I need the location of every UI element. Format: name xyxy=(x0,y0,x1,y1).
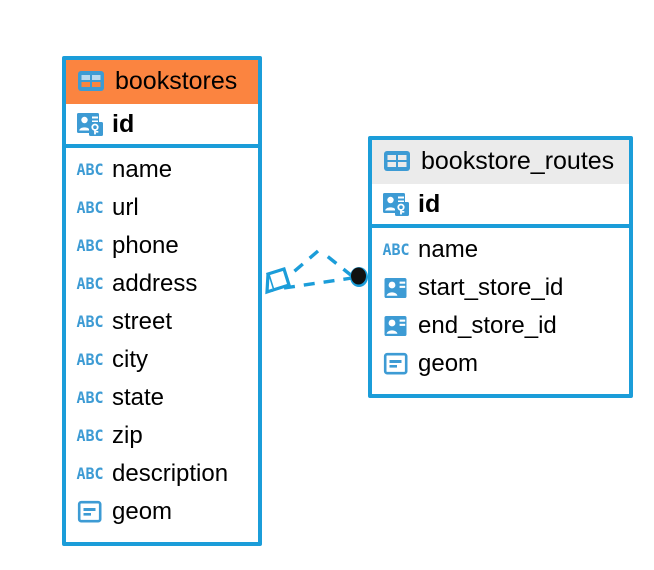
entity-bookstores-header[interactable]: bookstores xyxy=(66,60,258,104)
field-label: zip xyxy=(112,422,143,449)
abc-text-icon: ABC xyxy=(76,236,104,255)
abc-text-icon: ABC xyxy=(382,240,410,259)
entity-bookstore-routes[interactable]: bookstore_routes id ABC xyxy=(368,136,633,398)
field-label: id xyxy=(112,109,135,138)
entity-bookstores-title: bookstores xyxy=(115,66,238,95)
field-row-name[interactable]: ABC name xyxy=(372,231,629,269)
abc-text-icon: ABC xyxy=(76,160,104,179)
relationship-line-upper-right xyxy=(320,250,354,278)
field-label: id xyxy=(418,189,441,218)
relationship-line-lower xyxy=(283,276,353,290)
field-row-start-store-id[interactable]: start_store_id xyxy=(372,269,629,307)
field-label: phone xyxy=(112,232,179,259)
entity-bookstores-field-list: ABC name ABC url ABC phone ABC address A… xyxy=(66,148,258,535)
entity-bookstore-routes-title: bookstore_routes xyxy=(421,146,615,175)
field-label: name xyxy=(112,156,173,183)
primary-key-badge-icon xyxy=(76,111,104,137)
field-row-city[interactable]: ABC city xyxy=(66,341,258,379)
field-label: state xyxy=(112,384,165,411)
field-label: geom xyxy=(112,498,173,525)
abc-text-icon: ABC xyxy=(76,274,104,293)
field-row-url[interactable]: ABC url xyxy=(66,189,258,227)
abc-text-icon: ABC xyxy=(76,388,104,407)
abc-text-icon: ABC xyxy=(76,426,104,445)
field-row-geom[interactable]: geom xyxy=(66,493,258,531)
geometry-icon xyxy=(76,499,104,525)
field-row-primary-key[interactable]: id xyxy=(66,104,258,148)
field-row-address[interactable]: ABC address xyxy=(66,265,258,303)
table-grid-icon xyxy=(382,149,412,173)
field-row-name[interactable]: ABC name xyxy=(66,151,258,189)
field-label: geom xyxy=(418,350,479,377)
field-row-end-store-id[interactable]: end_store_id xyxy=(372,307,629,345)
field-row-phone[interactable]: ABC phone xyxy=(66,227,258,265)
abc-text-icon: ABC xyxy=(76,464,104,483)
field-label: name xyxy=(418,236,479,263)
abc-text-icon: ABC xyxy=(76,312,104,331)
field-label: address xyxy=(112,270,198,297)
abc-text-icon: ABC xyxy=(76,350,104,369)
geometry-icon xyxy=(382,351,410,377)
entity-bookstore-routes-header[interactable]: bookstore_routes xyxy=(372,140,629,184)
field-label: end_store_id xyxy=(418,312,557,339)
entity-bookstores[interactable]: bookstores id ABC xyxy=(62,56,262,546)
field-label: url xyxy=(112,194,139,221)
filled-circle-marker xyxy=(350,267,368,287)
field-row-state[interactable]: ABC state xyxy=(66,379,258,417)
field-label: description xyxy=(112,460,229,487)
table-grid-icon xyxy=(76,69,106,93)
primary-key-badge-icon xyxy=(382,191,410,217)
field-label: start_store_id xyxy=(418,274,564,301)
abc-text-icon: ABC xyxy=(76,198,104,217)
field-row-street[interactable]: ABC street xyxy=(66,303,258,341)
field-row-geom[interactable]: geom xyxy=(372,345,629,383)
field-row-primary-key[interactable]: id xyxy=(372,184,629,228)
foreign-key-badge-icon xyxy=(382,313,410,339)
field-row-description[interactable]: ABC description xyxy=(66,455,258,493)
relationship-line-upper-left xyxy=(281,249,320,283)
entity-bookstore-routes-field-list: ABC name start_store_id xyxy=(372,228,629,387)
field-label: street xyxy=(112,308,173,335)
field-label: city xyxy=(112,346,148,373)
field-row-zip[interactable]: ABC zip xyxy=(66,417,258,455)
foreign-key-badge-icon xyxy=(382,275,410,301)
diamond-outline-marker xyxy=(265,266,292,295)
